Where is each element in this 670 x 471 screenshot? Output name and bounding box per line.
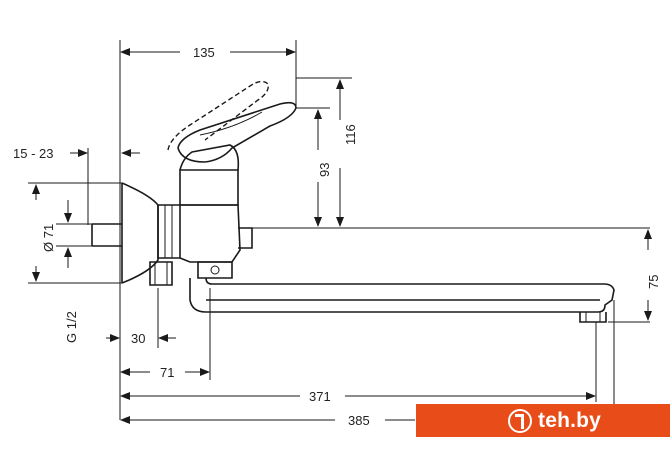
watermark-text: teh.by [538,408,602,432]
checkmark-circle-icon [508,408,532,433]
dim-label-116: 116 [343,124,358,145]
dim-label-diameter: Ø 71 [41,224,56,252]
teh-by-watermark: teh.by [416,404,670,437]
dimension-lines [32,48,652,424]
dim-label-75: 75 [646,275,661,289]
extension-lines [28,40,650,428]
dim-label-wall-range: 15 - 23 [13,146,53,161]
dim-label-135: 135 [193,45,215,60]
dim-label-385: 385 [348,413,370,428]
dim-label-93: 93 [317,163,332,177]
dim-label-30: 30 [131,331,145,346]
faucet-outline [91,80,615,323]
dim-label-thread: G 1/2 [64,311,79,343]
dim-label-371: 371 [309,389,331,404]
dim-label-71: 71 [160,365,174,380]
